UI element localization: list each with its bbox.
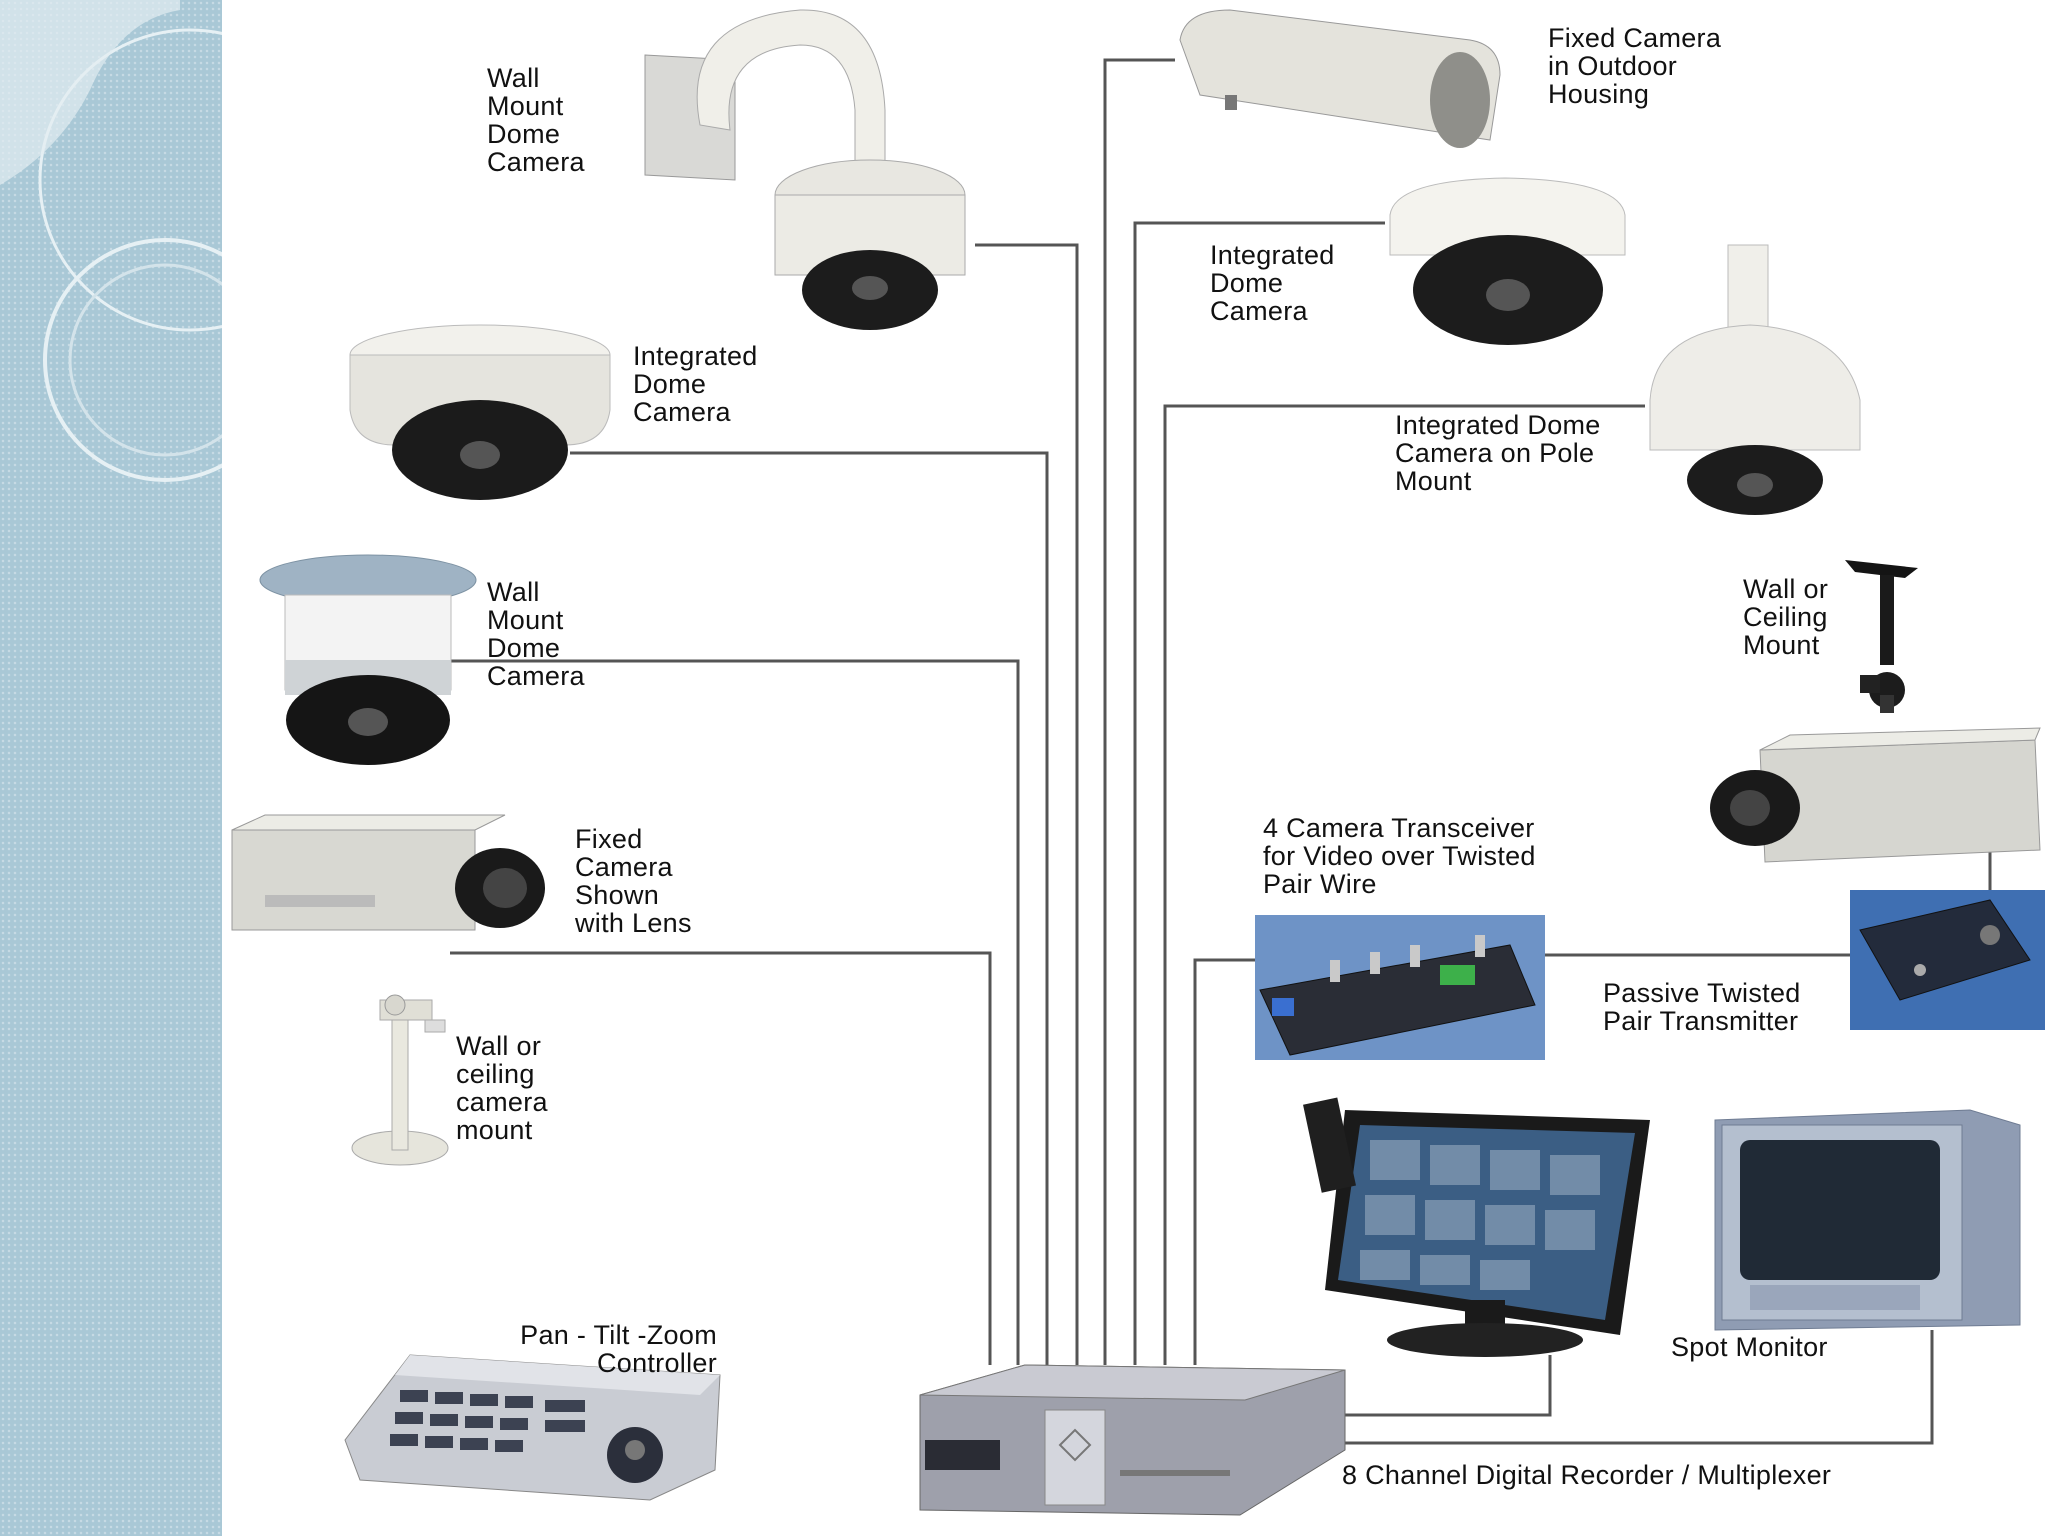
label-wall-ceiling-mount-right: Wall or Ceiling Mount [1743,575,1828,659]
ceiling-mount-icon [1845,560,1918,713]
camera-mount-icon [352,995,448,1165]
digital-recorder-icon [920,1365,1345,1515]
label-integrated-dome-pole-mount: Integrated Dome Camera on Pole Mount [1395,411,1601,495]
label-fixed-camera-outdoor-housing: Fixed Camera in Outdoor Housing [1548,24,1721,108]
label-fixed-camera-with-lens: Fixed Camera Shown with Lens [575,825,692,937]
wall-mount-dome-camera-icon-2 [260,555,476,765]
pole-mount-dome-camera-icon [1650,245,1860,515]
lcd-monitor-icon [1303,1097,1650,1357]
label-passive-transmitter: Passive Twisted Pair Transmitter [1603,979,1801,1035]
wall-mount-dome-camera-icon [645,10,965,330]
outdoor-housing-camera-icon [1180,10,1500,148]
label-camera-transceiver: 4 Camera Transceiver for Video over Twis… [1263,814,1536,898]
fixed-camera-icon-2 [1710,728,2040,862]
transmitter-icon [1850,890,2045,1030]
label-ptz-controller: Pan - Tilt -Zoom Controller [455,1321,717,1377]
integrated-dome-camera-icon-2 [1390,178,1625,345]
label-wall-mount-dome-camera-2: Wall Mount Dome Camera [487,578,585,690]
label-wall-ceiling-camera-mount: Wall or ceiling camera mount [456,1032,548,1144]
label-integrated-dome-camera-right: Integrated Dome Camera [1210,241,1335,325]
label-wall-mount-dome-camera-1: Wall Mount Dome Camera [487,64,585,176]
integrated-dome-camera-icon [350,325,610,500]
fixed-camera-icon [232,815,545,930]
label-spot-monitor: Spot Monitor [1671,1333,1828,1361]
label-integrated-dome-camera-left: Integrated Dome Camera [633,342,758,426]
transceiver-icon [1255,915,1545,1060]
label-digital-recorder: 8 Channel Digital Recorder / Multiplexer [1342,1461,1831,1489]
crt-monitor-icon [1715,1110,2020,1330]
